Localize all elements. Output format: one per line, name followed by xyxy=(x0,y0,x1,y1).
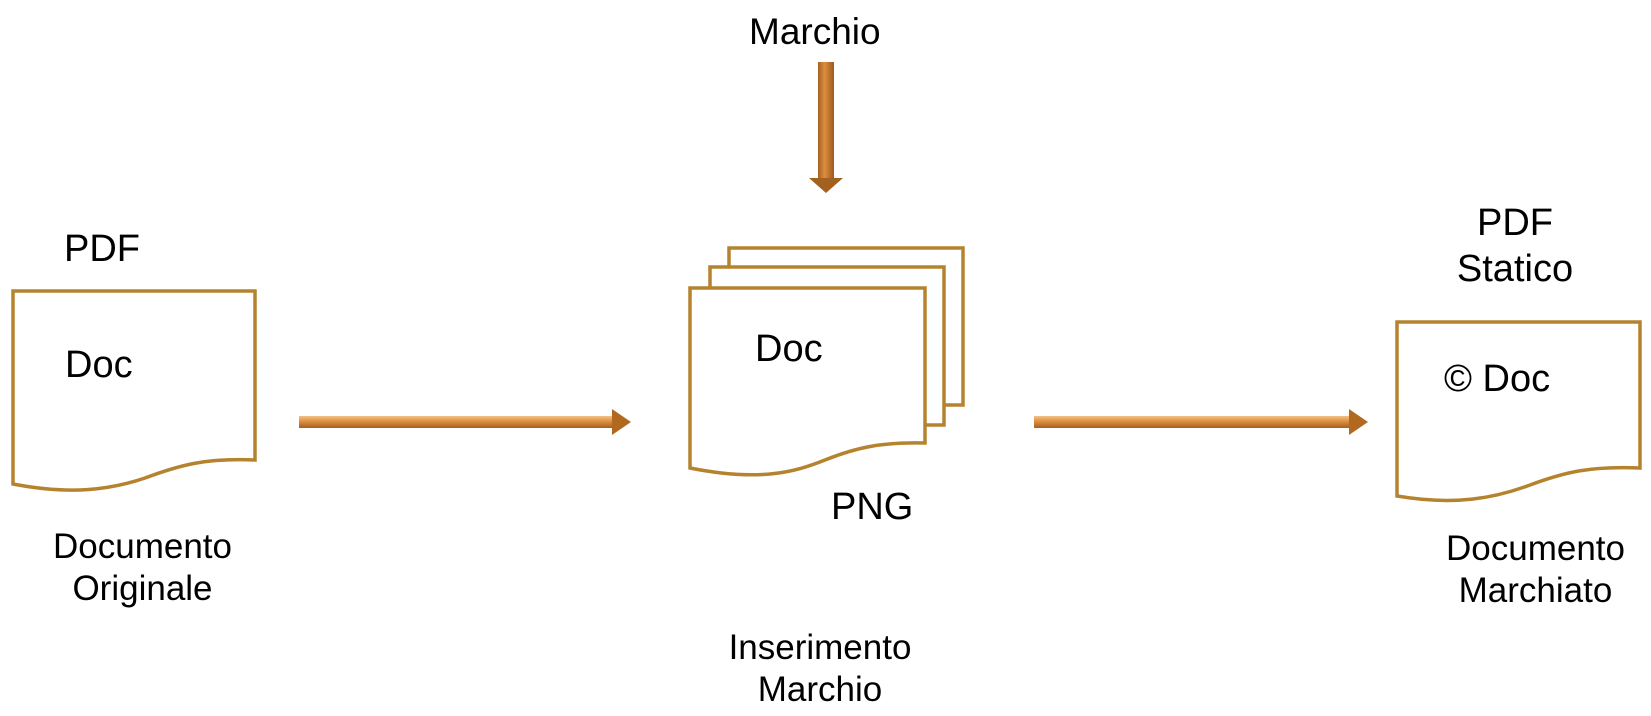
original-doc-label: Doc xyxy=(65,344,133,386)
original-caption-line1: Documento xyxy=(53,527,232,566)
insertion-caption: Inserimento Marchio xyxy=(700,627,940,711)
marked-caption: Documento Marchiato xyxy=(1420,528,1651,612)
marked-document-shape xyxy=(1395,320,1642,503)
insertion-caption-line1: Inserimento xyxy=(728,628,912,667)
watermark-down-arrow xyxy=(809,62,843,193)
original-caption-line2: Originale xyxy=(72,569,213,608)
png-format-label: PNG xyxy=(831,486,914,528)
marked-caption-line2: Marchiato xyxy=(1458,571,1613,610)
watermark-label: Marchio xyxy=(749,11,881,52)
static-pdf-label: PDF Statico xyxy=(1430,200,1600,292)
marked-caption-line1: Documento xyxy=(1446,529,1625,568)
insertion-caption-line2: Marchio xyxy=(757,670,883,709)
original-document-shape xyxy=(11,289,257,492)
convert-arrow-left xyxy=(299,409,631,435)
static-pdf-line1: PDF xyxy=(1477,202,1553,244)
png-page-front xyxy=(688,286,927,477)
original-format-label: PDF xyxy=(64,228,140,270)
marked-doc-label: © Doc xyxy=(1444,358,1551,400)
convert-arrow-right xyxy=(1034,409,1368,435)
original-caption: Documento Originale xyxy=(30,526,255,610)
png-doc-label: Doc xyxy=(755,328,823,370)
static-pdf-line2: Statico xyxy=(1456,248,1574,290)
